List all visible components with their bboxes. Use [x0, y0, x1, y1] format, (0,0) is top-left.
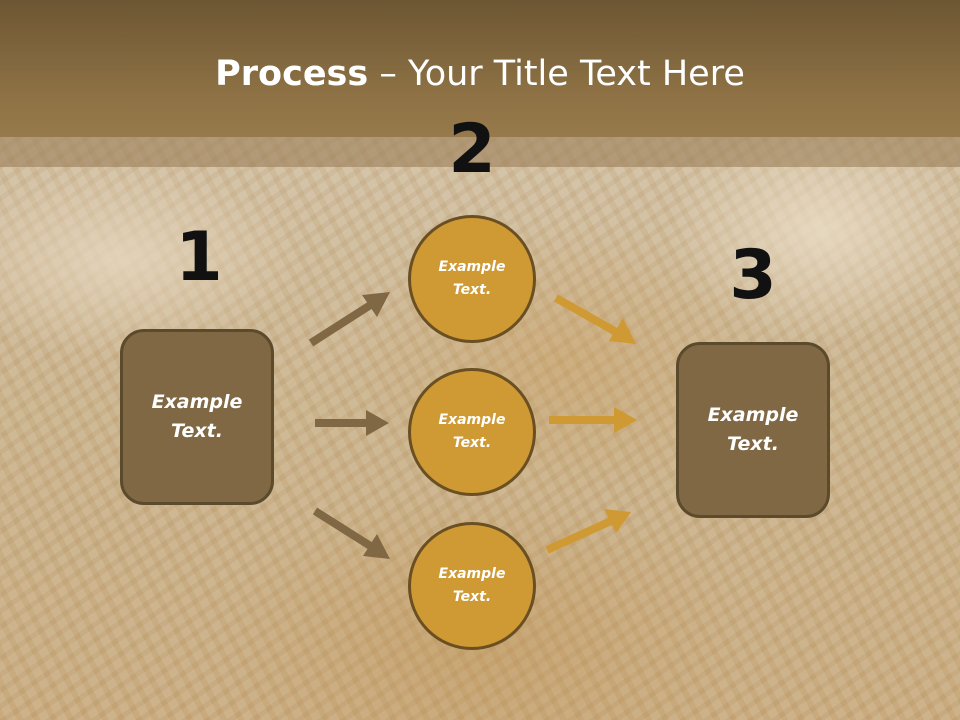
slide-title-rest: – Your Title Text Here: [368, 54, 745, 94]
circle-top-label: Example Text.: [438, 259, 506, 298]
arrow-left-top: [308, 292, 390, 347]
circle-middle: Example Text.: [408, 368, 536, 496]
title-bar-band: [0, 137, 960, 167]
arrow-left-middle: [315, 410, 389, 436]
arrow-right-bottom: [545, 509, 631, 554]
right-box-label: Example Text.: [707, 404, 799, 455]
title-bar: [0, 0, 960, 137]
circle-bottom-label: Example Text.: [438, 566, 506, 605]
step-number-1: 1: [175, 218, 223, 297]
arrow-right-middle: [549, 407, 637, 433]
left-box: Example Text.: [120, 329, 274, 505]
circle-bottom: Example Text.: [408, 522, 536, 650]
circle-top: Example Text.: [408, 215, 536, 343]
right-box: Example Text.: [676, 342, 830, 518]
slide-title: Process – Your Title Text Here: [0, 52, 960, 96]
step-number-3: 3: [729, 236, 777, 315]
step-number-2: 2: [448, 110, 496, 189]
arrow-left-bottom: [312, 507, 390, 559]
left-box-label: Example Text.: [151, 391, 243, 442]
slide-title-bold: Process: [215, 54, 369, 94]
circle-middle-label: Example Text.: [438, 412, 506, 451]
arrow-right-top: [554, 294, 636, 344]
